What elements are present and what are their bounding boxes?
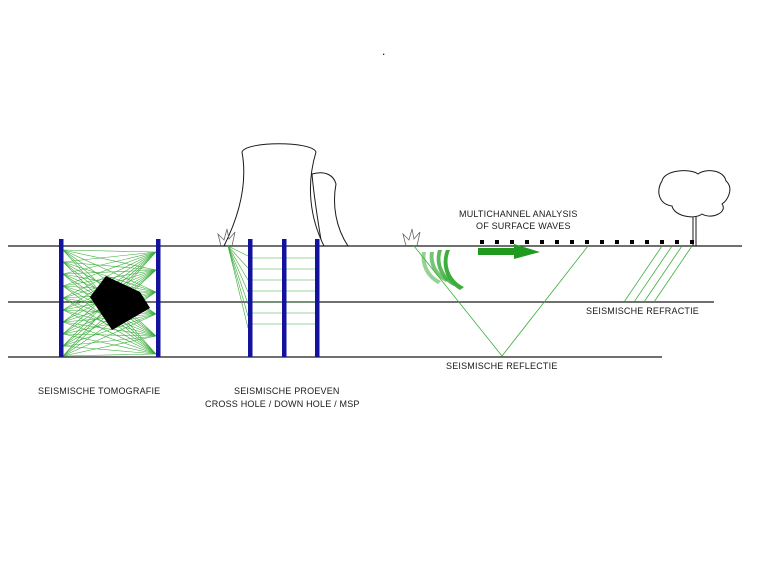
borehole-cross-2: [282, 239, 287, 357]
tomography-anomaly: [90, 276, 150, 330]
crosshole-label-line1: SEISMISCHE PROEVEN: [234, 386, 340, 396]
refraction-label: SEISMISCHE REFRACTIE: [586, 306, 700, 316]
borehole-cross-3: [315, 239, 320, 357]
tree-icon: [658, 170, 731, 247]
tomography-label: SEISMISCHE TOMOGRAFIE: [38, 386, 161, 396]
refraction-rays: [623, 245, 693, 303]
borehole-tomo-right: [156, 239, 161, 357]
cooling-tower-icon: [223, 143, 349, 247]
reflection-label: SEISMISCHE REFLECTIE: [446, 361, 558, 371]
stray-dot: .: [382, 44, 386, 58]
geophone-array: [480, 240, 694, 244]
wave-direction-arrow-icon: [478, 244, 540, 259]
masw-label-line2: OF SURFACE WAVES: [476, 221, 571, 231]
borehole-cross-1: [248, 239, 253, 357]
borehole-tomo-left: [59, 239, 64, 357]
crosshole-rays: [227, 245, 315, 329]
crosshole-label-line2: CROSS HOLE / DOWN HOLE / MSP: [205, 399, 360, 409]
source-burst-icon: [217, 228, 236, 247]
reflection-rays: [413, 245, 589, 357]
surface-wave-fronts-icon: [421, 250, 464, 290]
source-burst-icon: [402, 228, 421, 247]
masw-label-line1: MULTICHANNEL ANALYSIS: [459, 209, 578, 219]
boreholes: [59, 239, 320, 357]
